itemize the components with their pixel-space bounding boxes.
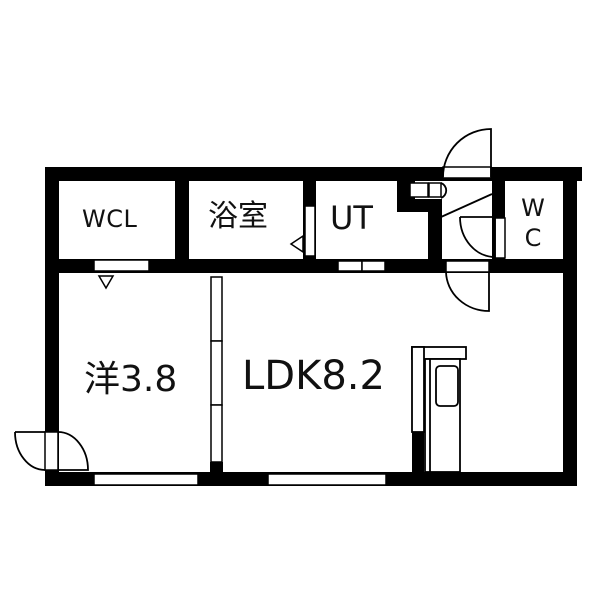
indicators [97, 234, 304, 290]
room-label-bath: 浴室 [208, 199, 268, 234]
exterior-door-swing-outer [14, 431, 46, 471]
door-swings [14, 128, 496, 471]
ldk-door-swing [445, 271, 490, 312]
wc-door-swing [459, 216, 496, 258]
exterior-door-swing-inner [57, 431, 89, 471]
room-label-western-room: 洋3.8 [84, 359, 178, 400]
kitchen [411, 346, 467, 473]
room-label-ldk: LDK8.2 [242, 353, 385, 399]
room-label-wc: W C [521, 194, 545, 252]
room-label-wcl: WCL [82, 205, 138, 233]
western-room-closet-sliding-doors [210, 276, 223, 463]
kitchen-sink [435, 365, 459, 407]
room-label-utility: UT [330, 199, 373, 237]
entry-door-swing [442, 128, 492, 178]
openings [44, 166, 506, 486]
